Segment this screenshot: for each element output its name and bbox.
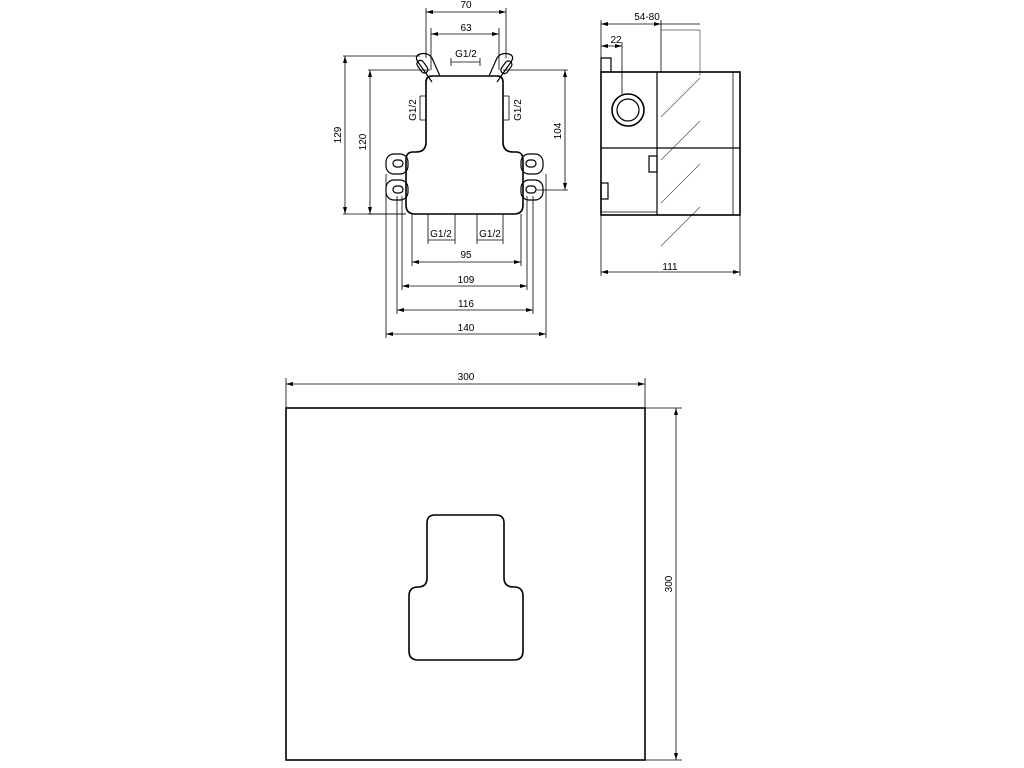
dim-right-104: 104 — [553, 122, 564, 139]
cover-plate-view: 300 300 — [285, 372, 682, 761]
dim-offset-22: 22 — [610, 35, 622, 46]
dim-depth-range: 54-80 — [634, 12, 660, 23]
dim-top-70: 70 — [460, 0, 472, 11]
right-side-port — [503, 95, 510, 121]
dim-bottom-109: 109 — [458, 275, 475, 286]
dim-left-129: 129 — [333, 126, 344, 143]
dim-cover-height: 300 — [664, 575, 675, 592]
front-view: 70 63 G1/2 129 120 G1/2 G1/2 104 G1/2 G1… — [333, 0, 568, 338]
extension-lines — [343, 8, 568, 338]
dim-bottom-port-left: G1/2 — [430, 229, 452, 240]
housing-body — [600, 71, 741, 216]
wall-hatching — [660, 29, 701, 247]
top-left-ear — [415, 52, 441, 83]
cover-cutout — [408, 514, 524, 661]
cover-plate — [285, 407, 646, 761]
left-side-port — [419, 95, 426, 121]
dim-depth-111: 111 — [662, 262, 678, 273]
dim-bottom-140: 140 — [458, 323, 475, 334]
dim-bottom-95: 95 — [460, 250, 472, 261]
side-view: 54-80 22 111 — [600, 12, 741, 276]
dim-top-port: G1/2 — [455, 49, 477, 60]
dim-right-port: G1/2 — [513, 99, 524, 121]
arrowheads — [343, 10, 567, 336]
cover-extension-lines — [285, 378, 682, 761]
cover-dimension-lines — [286, 383, 677, 760]
dim-cover-width: 300 — [458, 372, 475, 383]
dimension-lines — [344, 11, 566, 335]
side-extension-lines — [600, 20, 741, 276]
dim-bottom-port-right: G1/2 — [479, 229, 501, 240]
outlet-port — [611, 93, 645, 127]
right-lugs — [520, 153, 544, 201]
dim-left-120: 120 — [358, 133, 369, 150]
dim-top-63: 63 — [460, 23, 472, 34]
left-lugs — [385, 153, 409, 201]
dim-left-port: G1/2 — [408, 99, 419, 121]
dim-bottom-116: 116 — [458, 299, 474, 310]
valve-body-outline — [405, 75, 524, 215]
side-arrowheads — [601, 22, 740, 274]
cover-arrowheads — [286, 382, 678, 760]
